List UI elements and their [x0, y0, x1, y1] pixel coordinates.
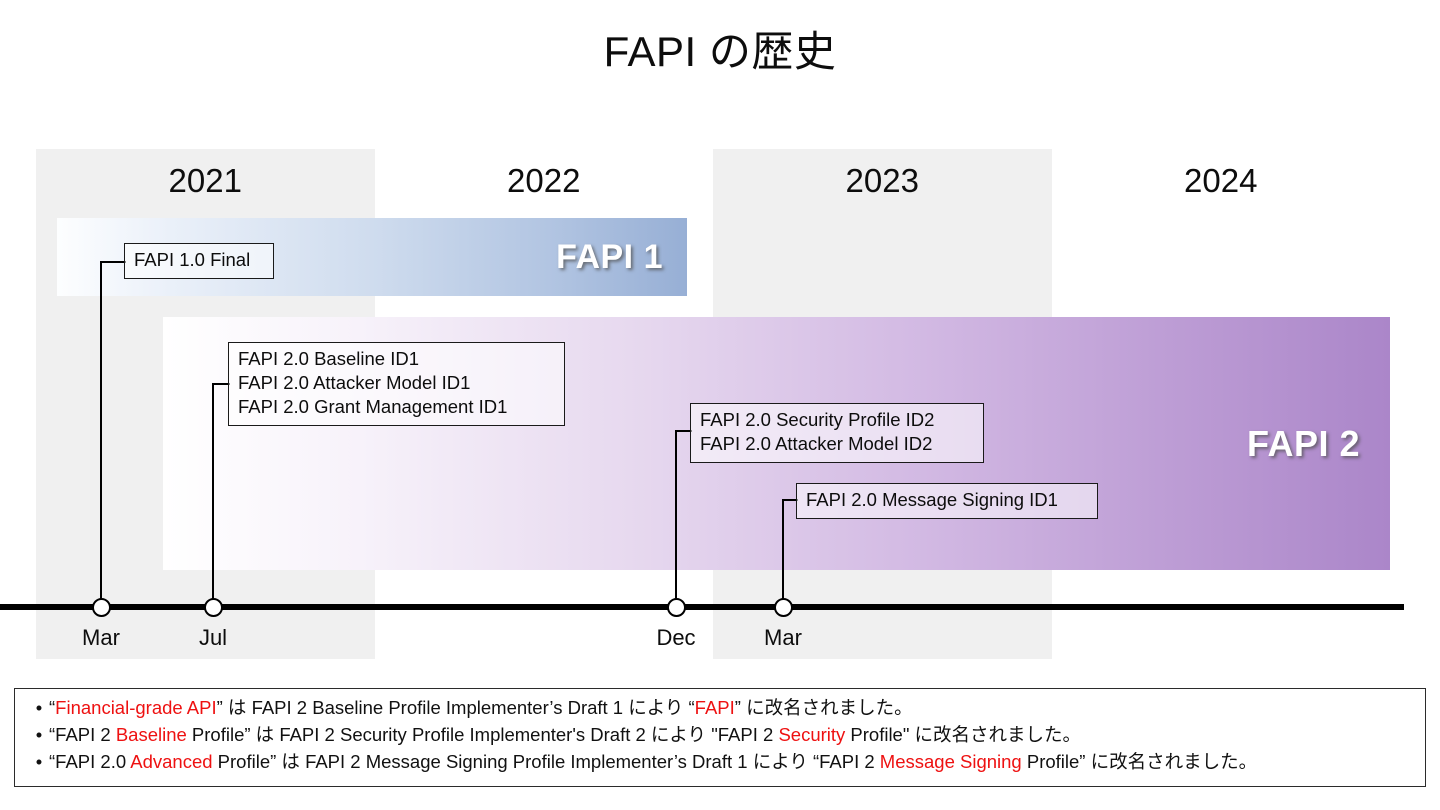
callout-line: FAPI 2.0 Message Signing ID1: [806, 489, 1058, 510]
month-label-mar-2021: Mar: [82, 625, 120, 650]
footnote-text: “FAPI 2.0 Advanced Profile” は FAPI 2 Mes…: [49, 750, 1258, 772]
footnote-text: “FAPI 2 Baseline Profile” は FAPI 2 Secur…: [49, 723, 1082, 745]
year-label-2021: 2021: [168, 162, 242, 199]
leader-line-message-signing-stem: [782, 500, 785, 608]
callout-line: FAPI 2.0 Baseline ID1: [238, 348, 419, 369]
year-label-2023: 2023: [845, 162, 919, 199]
month-label-dec-2022: Dec: [656, 625, 696, 650]
bullet-icon: •: [35, 723, 43, 745]
callout-line: FAPI 2.0 Security Profile ID2: [700, 409, 935, 430]
footnote-item-rename-fapi: • “Financial-grade API” は FAPI 2 Baselin…: [15, 695, 1425, 722]
footnote-item-rename-message-signing: • “FAPI 2.0 Advanced Profile” は FAPI 2 M…: [15, 749, 1425, 776]
callout-line: FAPI 2.0 Attacker Model ID1: [238, 371, 471, 393]
timeline-axis: [0, 604, 1404, 610]
callout-line: FAPI 2.0 Grant Management ID1: [238, 395, 508, 417]
timeline-marker-jul-2021[interactable]: [204, 598, 223, 617]
era-band-label-fapi2: FAPI 2: [1246, 422, 1360, 464]
year-label-2024: 2024: [1184, 162, 1258, 199]
year-label-2022: 2022: [507, 162, 581, 199]
leader-line-fapi2-id1-jog: [212, 383, 230, 386]
callout-line: FAPI 1.0 Final: [134, 249, 251, 270]
timeline-marker-dec-2022[interactable]: [667, 598, 686, 617]
timeline-marker-mar-2023[interactable]: [774, 598, 793, 617]
leader-line-message-signing-jog: [782, 499, 798, 502]
callout-fapi1-final[interactable]: FAPI 1.0 Final: [124, 243, 274, 279]
leader-line-fapi2-id1-stem: [212, 384, 215, 608]
footnote-item-rename-security: • “FAPI 2 Baseline Profile” は FAPI 2 Sec…: [15, 722, 1425, 749]
callout-fapi2-id1[interactable]: FAPI 2.0 Baseline ID1 FAPI 2.0 Attacker …: [228, 342, 565, 426]
bullet-icon: •: [35, 697, 43, 718]
page-title: FAPI の歴史: [603, 28, 837, 75]
leader-line-fapi1-final-jog: [100, 261, 126, 264]
leader-line-fapi2-id2-stem: [675, 431, 678, 608]
leader-line-fapi1-final-stem: [100, 262, 103, 608]
footnote-text: “Financial-grade API” は FAPI 2 Baseline …: [49, 697, 913, 718]
timeline-marker-mar-2021[interactable]: [92, 598, 111, 617]
month-label-jul-2021: Jul: [198, 625, 228, 650]
callout-fapi2-id2[interactable]: FAPI 2.0 Security Profile ID2 FAPI 2.0 A…: [690, 403, 984, 463]
era-band-label-fapi1: FAPI 1: [556, 237, 663, 276]
footnotes-panel: • “Financial-grade API” は FAPI 2 Baselin…: [14, 688, 1426, 787]
callout-fapi2-message-signing[interactable]: FAPI 2.0 Message Signing ID1: [796, 483, 1098, 519]
timeline-chart: 2021 2022 2023 2024 FAPI 1 FAPI 2 FAPI 1…: [0, 149, 1404, 659]
leader-line-fapi2-id2-jog: [675, 430, 692, 433]
callout-line: FAPI 2.0 Attacker Model ID2: [700, 432, 933, 454]
month-label-mar-2023: Mar: [764, 625, 802, 650]
bullet-icon: •: [35, 750, 43, 772]
